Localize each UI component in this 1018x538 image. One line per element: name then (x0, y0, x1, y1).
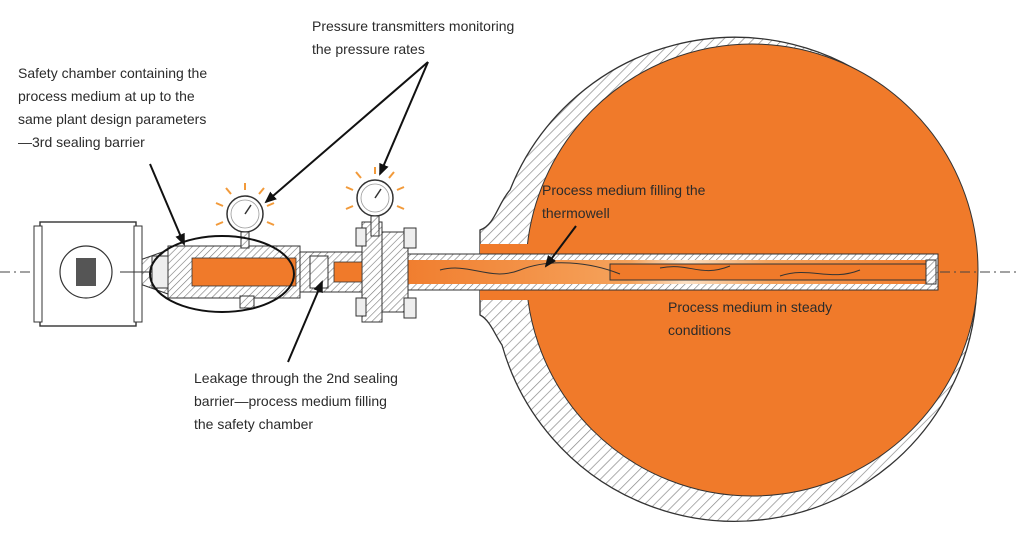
label-thermowell-filling: Process medium filling the thermowell (542, 182, 706, 221)
flange-bolt-top (403, 227, 417, 249)
connection-head (33, 221, 152, 327)
arrow-safety-chamber (149, 163, 185, 246)
arrow-leakage (287, 280, 323, 363)
second-barrier-section (299, 251, 363, 293)
safety-chamber (139, 245, 301, 309)
safety-chamber-port-bottom (239, 295, 255, 309)
flange-bolt-top-left (355, 227, 367, 247)
pressure-gauge-icon (215, 183, 275, 249)
arrow-gauge-right (379, 61, 429, 176)
head-flange-left (33, 225, 43, 323)
thermowell-tip (925, 259, 937, 285)
arrow-thermowell (544, 225, 577, 268)
safety-chamber-highlight (149, 235, 295, 313)
leader-arrows (149, 61, 577, 363)
safety-chamber-medium (191, 257, 297, 287)
sensor-wires (439, 262, 861, 277)
flange-bolt-bottom-left (355, 297, 367, 317)
label-safety-chamber: Safety chamber containing the process me… (18, 65, 208, 150)
pressure-gauge-icon (345, 167, 405, 237)
gauge-glow (215, 183, 275, 226)
terminal-block-core (76, 258, 96, 286)
thermowell-sensor (609, 263, 929, 281)
thermowell (377, 253, 939, 291)
label-pressure-transmitters: Pressure transmitters monitoring the pre… (312, 18, 515, 57)
head-flange-right (133, 225, 143, 323)
label-leakage: Leakage through the 2nd sealing barrier—… (194, 370, 398, 432)
label-steady-conditions: Process medium in steady conditions (668, 299, 833, 338)
arrow-gauge-left (264, 61, 429, 204)
flange-bolt-bottom (403, 297, 417, 319)
barrier-medium (333, 261, 363, 283)
barrier-seal (309, 255, 329, 289)
flange (355, 221, 417, 323)
gauge-glow (345, 167, 405, 210)
